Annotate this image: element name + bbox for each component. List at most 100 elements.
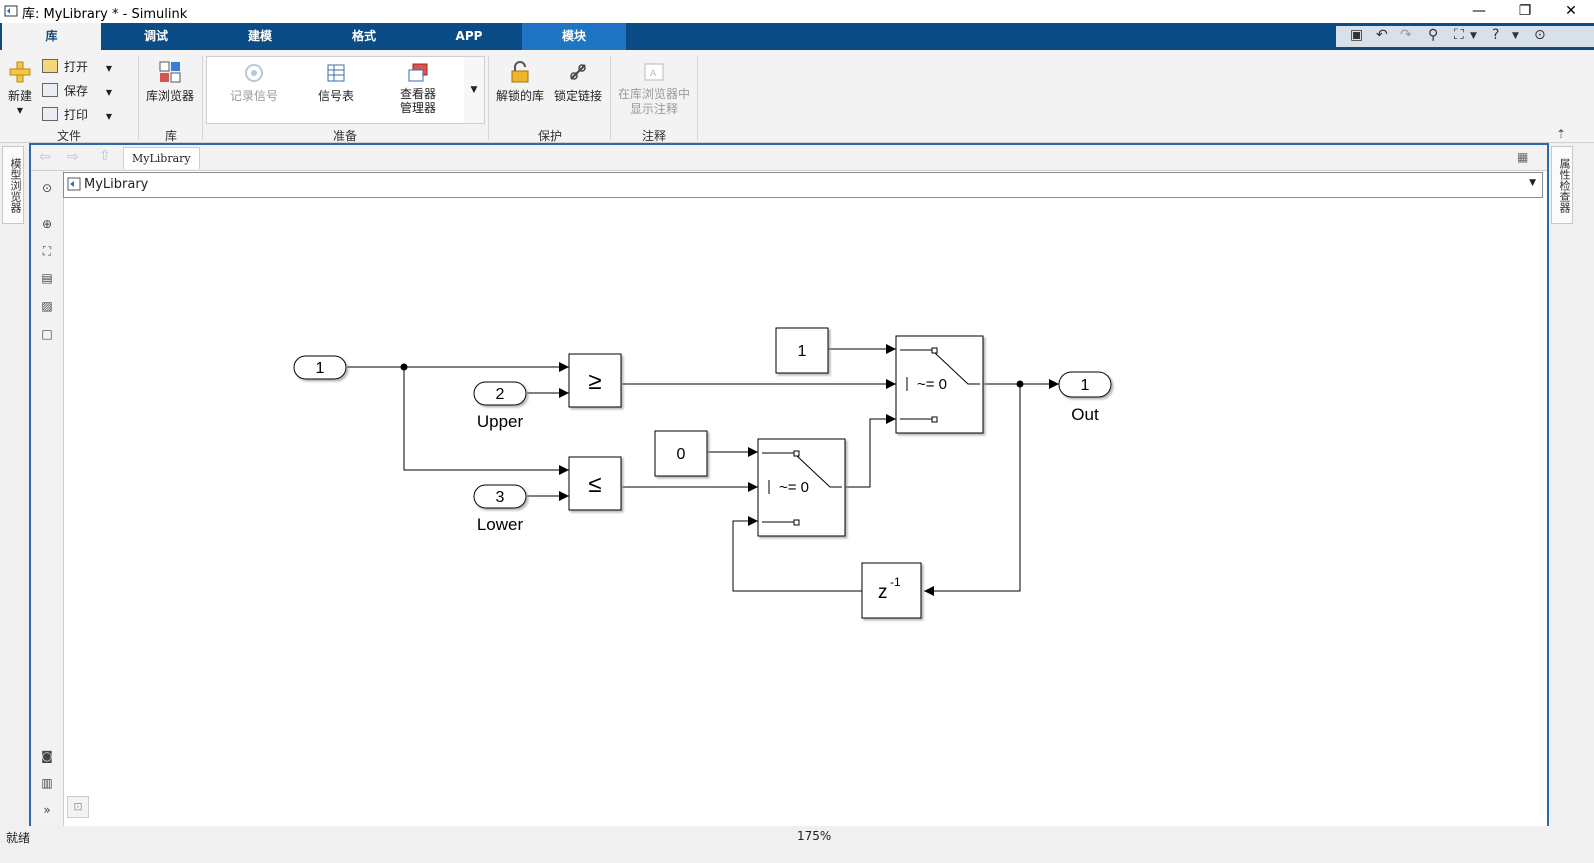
forward-arrow-icon[interactable]: ⇨ bbox=[67, 149, 79, 165]
log-signals-button[interactable]: 记录信号 bbox=[226, 62, 282, 104]
divider bbox=[138, 56, 139, 140]
save-label: 保存 bbox=[64, 84, 89, 98]
branch-point bbox=[400, 363, 408, 371]
editor-left-toolbar: ⊙ ⊕ ⛶ ▤ ▨ □ ◙ ▥ » bbox=[31, 171, 64, 826]
lock-canvas-icon[interactable]: ⊡ bbox=[67, 796, 89, 818]
more-tools-icon[interactable]: » bbox=[43, 803, 51, 817]
search-icon[interactable]: ⚲ bbox=[1428, 27, 1439, 43]
constant-block-0[interactable]: 0 bbox=[654, 430, 708, 477]
tab-block[interactable]: 模块 bbox=[522, 23, 626, 50]
signal-table-button[interactable]: 信号表 bbox=[308, 62, 364, 104]
chevron-down-icon[interactable]: ▼ bbox=[1470, 31, 1477, 41]
chevron-down-icon[interactable]: ▼ bbox=[105, 112, 112, 121]
window-title: 库: MyLibrary * - Simulink bbox=[22, 7, 188, 22]
open-folder-icon bbox=[42, 59, 58, 73]
new-plus-icon bbox=[9, 61, 31, 83]
fit-to-view-icon[interactable]: ⛶ bbox=[42, 244, 52, 258]
tab-debug[interactable]: 调试 bbox=[143, 29, 168, 43]
title-bar: 库: MyLibrary * - Simulink — ❐ ✕ bbox=[0, 0, 1594, 23]
open-button[interactable]: 打开 ▼ bbox=[42, 58, 112, 75]
screenshot-icon[interactable]: ◙ bbox=[41, 749, 53, 763]
model-browser-tab[interactable]: 模型浏览器 bbox=[2, 146, 24, 224]
save-icon[interactable]: ▣ bbox=[1350, 27, 1364, 43]
switch-block-lower[interactable]: ~= 0 bbox=[757, 438, 846, 537]
model-editor: ⇦ ⇨ ⇧ MyLibrary ▦ ⊙ ⊕ ⛶ ▤ ▨ □ ◙ ▥ » MyLi… bbox=[29, 143, 1549, 830]
outport-block[interactable]: 1 bbox=[1058, 371, 1112, 398]
zoom-icon[interactable]: ⊕ bbox=[41, 217, 53, 231]
back-arrow-icon[interactable]: ⇦ bbox=[39, 149, 51, 165]
inport-number: 2 bbox=[496, 386, 505, 403]
image-tool-icon[interactable]: ▨ bbox=[41, 299, 53, 313]
save-button[interactable]: 保存 ▼ bbox=[42, 82, 112, 99]
lock-links-button[interactable]: 锁定链接 bbox=[552, 60, 604, 104]
close-button[interactable]: ✕ bbox=[1565, 3, 1577, 19]
undo-icon[interactable]: ↶ bbox=[1376, 27, 1388, 43]
ribbon-tab-bar: 库 调试 建模 格式 APP 模块 ▣ ↶ ↷ ⚲ ⛶ ▼ ? ▼ ⊙ bbox=[0, 23, 1594, 50]
show-annotations-label-line2: 显示注释 bbox=[629, 102, 678, 116]
breadcrumb-tab[interactable]: MyLibrary bbox=[123, 147, 200, 169]
inport-block-1[interactable]: 1 bbox=[293, 355, 347, 380]
expand-panel-icon[interactable]: ⇡ bbox=[1556, 127, 1567, 141]
up-arrow-icon[interactable]: ⇧ bbox=[99, 148, 111, 164]
unit-delay-block[interactable]: z -1 bbox=[861, 562, 922, 619]
editor-nav-bar: ⇦ ⇨ ⇧ MyLibrary ▦ bbox=[31, 145, 1547, 171]
signal-line[interactable] bbox=[845, 414, 896, 488]
gallery-expand-icon[interactable]: ▼ bbox=[464, 56, 485, 124]
chevron-down-icon[interactable]: ▼ bbox=[105, 88, 112, 97]
address-bar[interactable]: MyLibrary ▼ bbox=[63, 172, 1543, 198]
tab-modeling[interactable]: 建模 bbox=[247, 29, 272, 43]
signal-line[interactable] bbox=[732, 516, 862, 592]
signal-line[interactable] bbox=[403, 367, 569, 475]
quick-access-toolbar: ▣ ↶ ↷ ⚲ ⛶ ▼ ? ▼ ⊙ bbox=[1336, 26, 1594, 47]
print-label: 打印 bbox=[64, 108, 89, 122]
relational-operator-le-block[interactable]: ≤ bbox=[568, 456, 622, 511]
status-text: 就绪 bbox=[6, 831, 31, 845]
chevron-down-icon[interactable]: ▼ bbox=[16, 106, 24, 115]
group-label-annotation: 注释 bbox=[641, 129, 666, 143]
divider bbox=[610, 56, 611, 140]
minimize-button[interactable]: — bbox=[1472, 3, 1486, 19]
diagram-canvas[interactable]: 1 2 Upper 3 Lower ≥ ≤ bbox=[64, 198, 1542, 824]
switch-block-upper[interactable]: ~= 0 bbox=[895, 335, 984, 434]
chevron-down-icon[interactable]: ▼ bbox=[1529, 178, 1536, 188]
help-icon[interactable]: ? bbox=[1492, 27, 1500, 43]
viewer-manager-label-line2: 管理器 bbox=[399, 101, 436, 115]
lock-links-label: 锁定链接 bbox=[553, 89, 602, 103]
find-replace-icon[interactable]: ⛶ bbox=[1454, 27, 1464, 43]
open-label: 打开 bbox=[64, 60, 89, 74]
switch-icon bbox=[900, 347, 980, 423]
property-inspector-tab[interactable]: 属性检查器 bbox=[1551, 146, 1573, 224]
ribbon: 新建 ▼ 打开 ▼ 保存 ▼ 打印 ▼ 文件 库浏览器 库 ▼ 记录信号 bbox=[0, 50, 1594, 143]
divider bbox=[488, 56, 489, 140]
signal-table-label: 信号表 bbox=[317, 89, 354, 103]
inport-number: 3 bbox=[496, 489, 505, 506]
collapse-ribbon-icon[interactable]: ⊙ bbox=[1534, 27, 1546, 43]
tab-apps[interactable]: APP bbox=[455, 29, 483, 43]
print-button[interactable]: 打印 ▼ bbox=[42, 106, 112, 123]
tab-format[interactable]: 格式 bbox=[351, 29, 376, 43]
save-disk-icon bbox=[42, 83, 58, 97]
unlock-library-button[interactable]: 解锁的库 bbox=[494, 60, 546, 104]
new-button[interactable]: 新建 ▼ bbox=[4, 60, 36, 115]
zoom-level: 175% bbox=[797, 829, 832, 843]
redo-icon[interactable]: ↷ bbox=[1400, 27, 1412, 43]
constant-block-1[interactable]: 1 bbox=[775, 327, 829, 374]
inport-block-upper[interactable]: 2 bbox=[473, 381, 527, 406]
keyboard-icon[interactable]: ▦ bbox=[1517, 150, 1529, 164]
hide-explorer-icon[interactable]: ⊙ bbox=[41, 181, 53, 195]
restore-button[interactable]: ❐ bbox=[1518, 3, 1532, 19]
chevron-down-icon[interactable]: ▼ bbox=[1512, 31, 1519, 41]
area-tool-icon[interactable]: □ bbox=[41, 327, 53, 341]
block-name-label: Lower bbox=[477, 515, 524, 534]
viewer-manager-button[interactable]: 查看器 管理器 bbox=[392, 62, 444, 115]
relational-operator-ge-block[interactable]: ≥ bbox=[568, 353, 622, 408]
show-annotations-button[interactable]: A 在库浏览器中 显示注释 bbox=[614, 60, 694, 117]
signal-line[interactable] bbox=[924, 384, 1021, 596]
report-icon[interactable]: ▥ bbox=[41, 776, 53, 790]
annotation-tool-icon[interactable]: ▤ bbox=[41, 271, 53, 285]
library-browser-icon bbox=[159, 61, 181, 83]
chevron-down-icon[interactable]: ▼ bbox=[105, 64, 112, 73]
tab-library[interactable]: 库 bbox=[2, 23, 101, 50]
library-browser-button[interactable]: 库浏览器 bbox=[144, 60, 196, 104]
inport-block-lower[interactable]: 3 bbox=[473, 484, 527, 509]
